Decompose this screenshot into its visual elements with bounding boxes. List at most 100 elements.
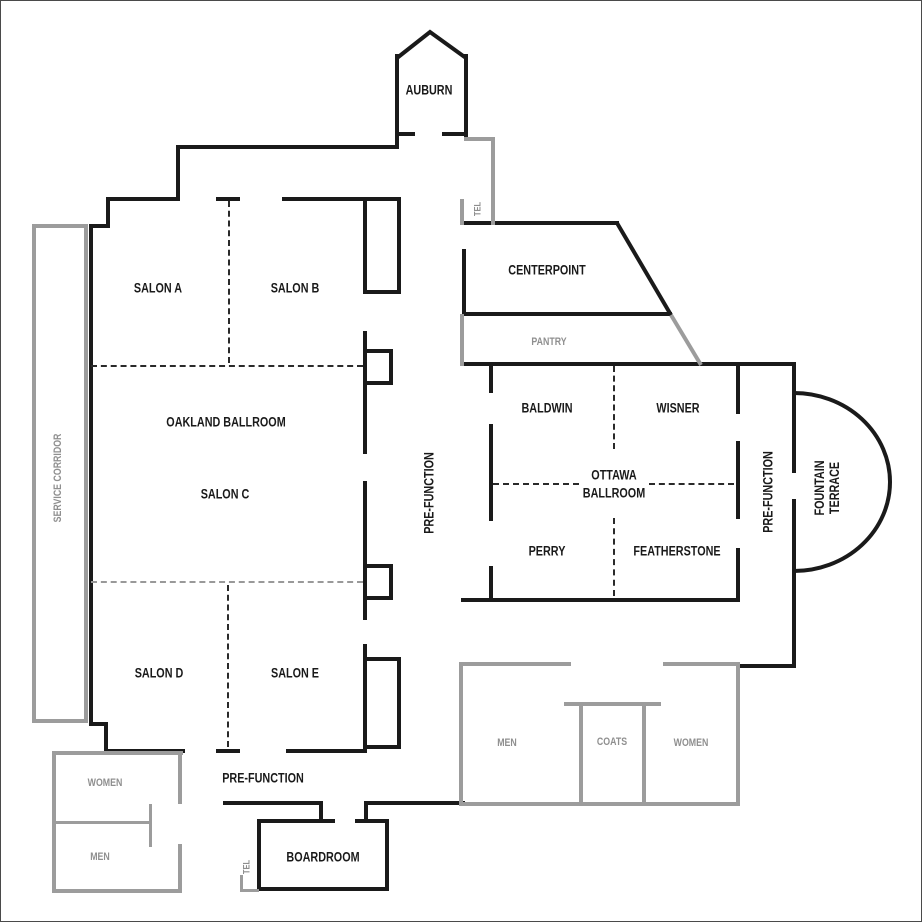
room-label-fountain-terrace: FOUNTAIN TERRACE: [812, 461, 842, 516]
wall-gray: [579, 702, 583, 806]
room-label-ottawa-ballroom-line2: BALLROOM: [582, 485, 646, 501]
wall: [462, 221, 619, 225]
fountain-terrace-line2: TERRACE: [827, 461, 842, 515]
wall-gray: [459, 662, 571, 666]
wall: [736, 664, 796, 668]
wall: [395, 54, 399, 147]
wall-gray: [32, 224, 36, 723]
room-label-salon-d: SALON D: [134, 665, 184, 681]
room-label-salon-b: SALON B: [270, 280, 320, 296]
room-label-ottawa-ballroom-line1: OTTAWA: [591, 467, 637, 483]
room-label-tel-lower: TEL: [241, 859, 253, 875]
wall-gray: [642, 702, 646, 806]
room-label-baldwin: BALDWIN: [521, 400, 573, 416]
wall: [89, 722, 108, 726]
room-label-wisner: WISNER: [656, 400, 700, 416]
wall: [216, 749, 240, 753]
room-divider-dashed: [227, 585, 229, 747]
wall: [106, 197, 180, 201]
room-label-pantry: PANTRY: [531, 336, 567, 348]
wall: [355, 819, 389, 823]
wall: [363, 481, 367, 620]
closet-box: [363, 564, 393, 600]
wall: [462, 312, 672, 316]
wall: [736, 441, 740, 519]
wall-gray: [52, 889, 182, 893]
wall: [176, 145, 399, 149]
wall: [736, 362, 740, 414]
wall-gray: [149, 804, 152, 847]
fountain-terrace-arc: [793, 391, 892, 573]
room-label-salon-c: SALON C: [200, 486, 250, 502]
room-divider-dashed: [649, 483, 734, 485]
wall: [223, 801, 323, 805]
wall: [104, 722, 108, 753]
wall: [464, 54, 468, 141]
room-label-centerpoint: CENTERPOINT: [508, 262, 586, 278]
wall: [792, 362, 796, 473]
wall-gray: [178, 844, 182, 893]
wall: [286, 749, 367, 753]
wall-gray: [178, 751, 182, 804]
wall: [216, 197, 240, 201]
wall: [282, 197, 399, 201]
wall-gray: [84, 224, 88, 723]
room-divider-dashed: [91, 365, 363, 367]
room-label-auburn: AUBURN: [405, 82, 453, 98]
closet-box: [363, 349, 393, 385]
closet-box: [363, 197, 401, 294]
wall: [461, 362, 796, 366]
wall: [792, 499, 796, 668]
room-label-boardroom: BOARDROOM: [286, 849, 360, 865]
wall-gray: [32, 224, 88, 228]
wall-gray: [464, 137, 495, 141]
pantry-diagonal-wall: [669, 313, 703, 367]
room-label-tel-upper: TEL: [472, 201, 484, 217]
room-label-prefunction-right: PRE-FUNCTION: [760, 451, 776, 533]
wall: [176, 145, 180, 201]
fountain-terrace-line1: FOUNTAIN: [812, 460, 827, 516]
wall-gray: [52, 821, 152, 824]
wall: [89, 224, 93, 726]
room-label-coats: COATS: [596, 736, 628, 748]
room-divider-dashed: [613, 518, 615, 596]
wall-gray: [460, 314, 464, 366]
wall: [89, 224, 110, 228]
wall: [489, 424, 493, 521]
wall-gray: [459, 662, 463, 806]
wall: [257, 887, 389, 891]
room-label-oakland-ballroom: OAKLAND BALLROOM: [166, 414, 286, 430]
room-label-perry: PERRY: [528, 543, 566, 559]
wall: [395, 132, 415, 136]
wall: [489, 566, 493, 602]
wall: [461, 598, 740, 602]
room-label-prefunction-center: PRE-FUNCTION: [421, 452, 437, 534]
wall-gray: [32, 719, 88, 723]
room-divider-dashed: [228, 201, 230, 363]
wall-gray: [460, 199, 464, 225]
wall-gray: [736, 662, 740, 806]
wall: [319, 801, 323, 823]
wall: [462, 249, 466, 316]
wall: [363, 644, 367, 661]
wall: [257, 819, 335, 823]
wall: [489, 362, 493, 393]
wall: [442, 132, 468, 136]
room-label-men-left: MEN: [90, 851, 110, 863]
wall: [736, 548, 740, 602]
room-label-salon-e: SALON E: [270, 665, 320, 681]
room-divider-dashed: [493, 483, 579, 485]
room-label-women-left: WOMEN: [87, 777, 123, 789]
wall: [364, 801, 465, 805]
wall-gray: [240, 889, 259, 892]
wall: [385, 819, 389, 891]
centerpoint-diagonal-wall: [615, 221, 673, 317]
room-label-women-right: WOMEN: [673, 737, 709, 749]
room-divider-dashed: [91, 581, 363, 583]
wall: [363, 331, 367, 454]
wall-gray: [564, 702, 661, 706]
wall-gray: [491, 137, 495, 225]
wall-gray: [459, 802, 740, 806]
